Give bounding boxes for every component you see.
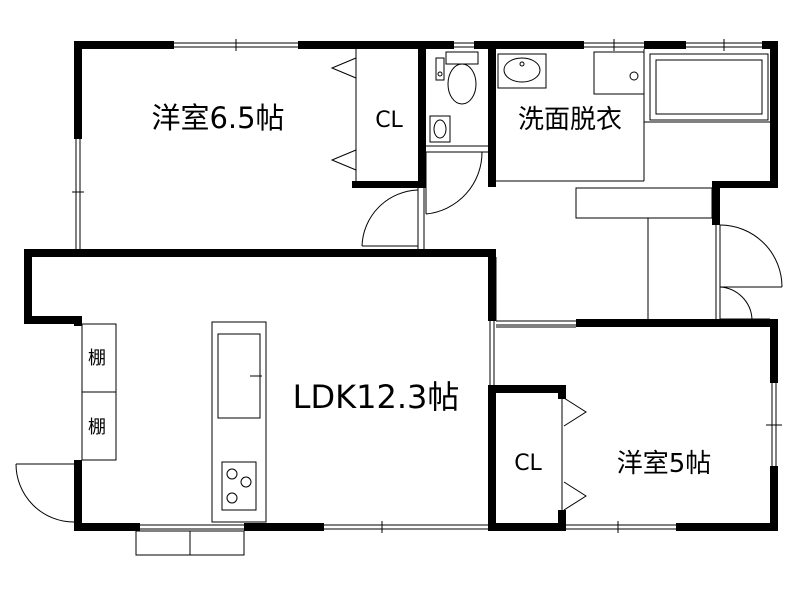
thin-lines bbox=[15, 39, 783, 556]
toilet-fixture bbox=[435, 51, 479, 105]
hand-sink bbox=[429, 115, 451, 143]
room-label-western-room-1: 洋室6.5帖 bbox=[151, 101, 284, 135]
bathtub bbox=[649, 53, 769, 121]
kitchen-counter bbox=[211, 321, 267, 523]
room-label-ldk: LDK12.3帖 bbox=[293, 378, 460, 416]
room-label-washroom: 洗面脱衣 bbox=[518, 105, 622, 135]
walls bbox=[24, 41, 778, 531]
room-label-closet-2: CL bbox=[514, 451, 542, 476]
room-label-shelf-2: 棚 bbox=[88, 417, 106, 438]
room-label-western-room-2: 洋室5帖 bbox=[617, 449, 712, 479]
shelf-unit bbox=[81, 323, 117, 461]
wash-basin bbox=[497, 53, 547, 89]
room-label-closet-1: CL bbox=[375, 108, 403, 133]
washing-machine bbox=[593, 51, 645, 95]
room-label-shelf-1: 棚 bbox=[88, 348, 106, 369]
